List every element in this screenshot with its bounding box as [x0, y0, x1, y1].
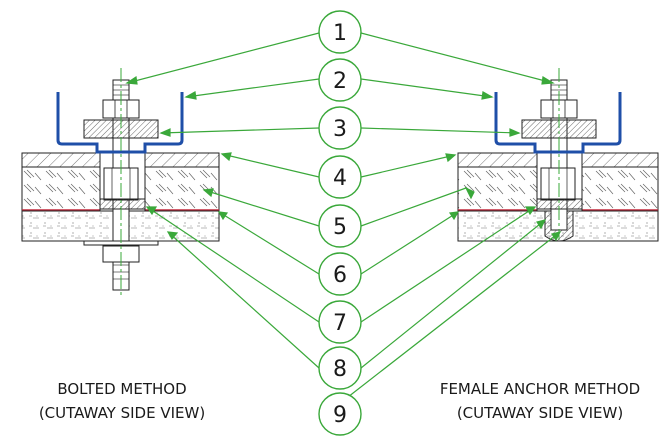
leader-4-right: [360, 154, 456, 178]
leader-8-left: [167, 231, 320, 369]
leader-1-right: [360, 32, 554, 84]
callout-5: 5: [318, 204, 362, 248]
caption-left-line2: (CUTAWAY SIDE VIEW): [39, 404, 205, 422]
callout-9: 9: [318, 392, 362, 436]
callout-4: 4: [318, 155, 362, 199]
callout-circles: 1 2 3 4 5 6 7 8: [318, 10, 362, 436]
channel-right: [494, 92, 622, 154]
caption-right-line1: FEMALE ANCHOR METHOD: [440, 380, 640, 398]
caption-right-line2: (CUTAWAY SIDE VIEW): [457, 404, 623, 422]
leader-9-right: [347, 231, 561, 398]
leader-3-left: [160, 127, 320, 134]
leader-lines: [125, 32, 562, 398]
leader-7-right: [360, 206, 536, 323]
caption-left: BOLTED METHOD (CUTAWAY SIDE VIEW): [39, 380, 205, 422]
leader-2-left: [185, 78, 320, 98]
caption-left-line1: BOLTED METHOD: [57, 380, 186, 398]
callout-7: 7: [318, 300, 362, 344]
callout-2: 2: [318, 58, 362, 102]
leader-6-right: [360, 211, 459, 275]
leader-7-left: [146, 206, 320, 323]
sleeve-right: [540, 167, 576, 201]
caption-right: FEMALE ANCHOR METHOD (CUTAWAY SIDE VIEW): [440, 380, 640, 422]
svg-text:6: 6: [333, 263, 347, 288]
grommet-left: [99, 198, 146, 210]
svg-text:5: 5: [333, 215, 347, 240]
leader-5-left: [203, 189, 320, 227]
female-anchor-assembly: [457, 68, 659, 242]
channel-left: [56, 92, 184, 154]
leader-1-left: [126, 32, 320, 84]
svg-text:2: 2: [333, 69, 347, 94]
leader-8-right: [360, 219, 546, 369]
svg-text:7: 7: [333, 311, 347, 336]
leader-4-left: [221, 153, 320, 178]
svg-text:4: 4: [333, 166, 347, 191]
svg-text:9: 9: [333, 403, 347, 428]
callout-8: 8: [318, 346, 362, 390]
leader-2-right: [360, 78, 493, 98]
leader-5-right: [360, 187, 467, 227]
svg-text:3: 3: [333, 117, 347, 142]
svg-text:1: 1: [333, 21, 347, 46]
leader-3-right: [360, 127, 520, 134]
svg-text:8: 8: [333, 357, 347, 382]
callout-1: 1: [318, 10, 362, 54]
callout-6: 6: [318, 252, 362, 296]
leader-6-left: [218, 211, 320, 275]
callout-3: 3: [318, 106, 362, 150]
bolted-assembly: [21, 68, 220, 298]
